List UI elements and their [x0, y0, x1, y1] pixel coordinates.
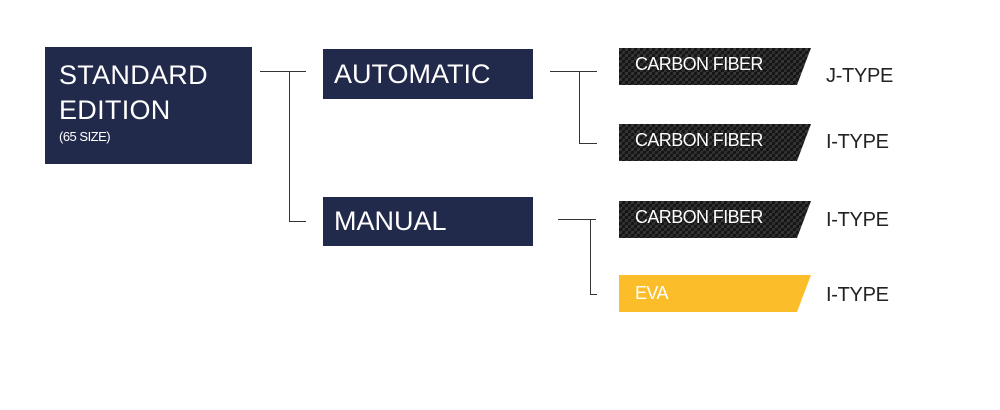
leaf-material-label: CARBON FIBER [635, 130, 763, 150]
root-node-standard-edition: STANDARD EDITION (65 SIZE) [45, 47, 252, 164]
connector-root-vertical [289, 71, 290, 221]
root-size-note: (65 SIZE) [59, 129, 111, 144]
leaf-automatic-carbon-fiber-j: CARBON FIBER [619, 48, 811, 85]
carbon-fiber-banner-shape [619, 201, 811, 238]
leaf-type-label: I-TYPE [826, 209, 889, 231]
leaf-manual-carbon-fiber-i: CARBON FIBER [619, 201, 811, 238]
leaf-material-label: CARBON FIBER [635, 54, 763, 74]
root-title-line1: STANDARD [59, 60, 208, 90]
leaf-type-label: I-TYPE [826, 131, 889, 153]
leaf-type-label: I-TYPE [826, 284, 889, 306]
connector-automatic-to-leaf2 [579, 143, 597, 144]
carbon-fiber-banner-shape [619, 48, 811, 85]
connector-manual-to-leaf4 [590, 294, 597, 295]
branch-node-manual: MANUAL [323, 197, 533, 246]
leaf-material-label: CARBON FIBER [635, 207, 763, 227]
leaf-material-label: EVA [635, 283, 668, 303]
connector-root-to-manual [289, 221, 306, 222]
eva-banner-shape [619, 275, 811, 312]
leaf-manual-eva-i: EVA [619, 275, 811, 312]
connector-manual-vertical [590, 219, 591, 294]
connector-manual-horizontal [558, 219, 596, 220]
leaf-automatic-carbon-fiber-i: CARBON FIBER [619, 124, 811, 161]
connector-automatic-vertical [579, 71, 580, 143]
leaf-type-label: J-TYPE [826, 65, 894, 87]
branch-node-automatic: AUTOMATIC [323, 49, 533, 99]
root-title-line2: EDITION [59, 95, 171, 125]
connector-automatic-horizontal [550, 71, 597, 72]
carbon-fiber-banner-shape [619, 124, 811, 161]
connector-root-horizontal [260, 71, 306, 72]
